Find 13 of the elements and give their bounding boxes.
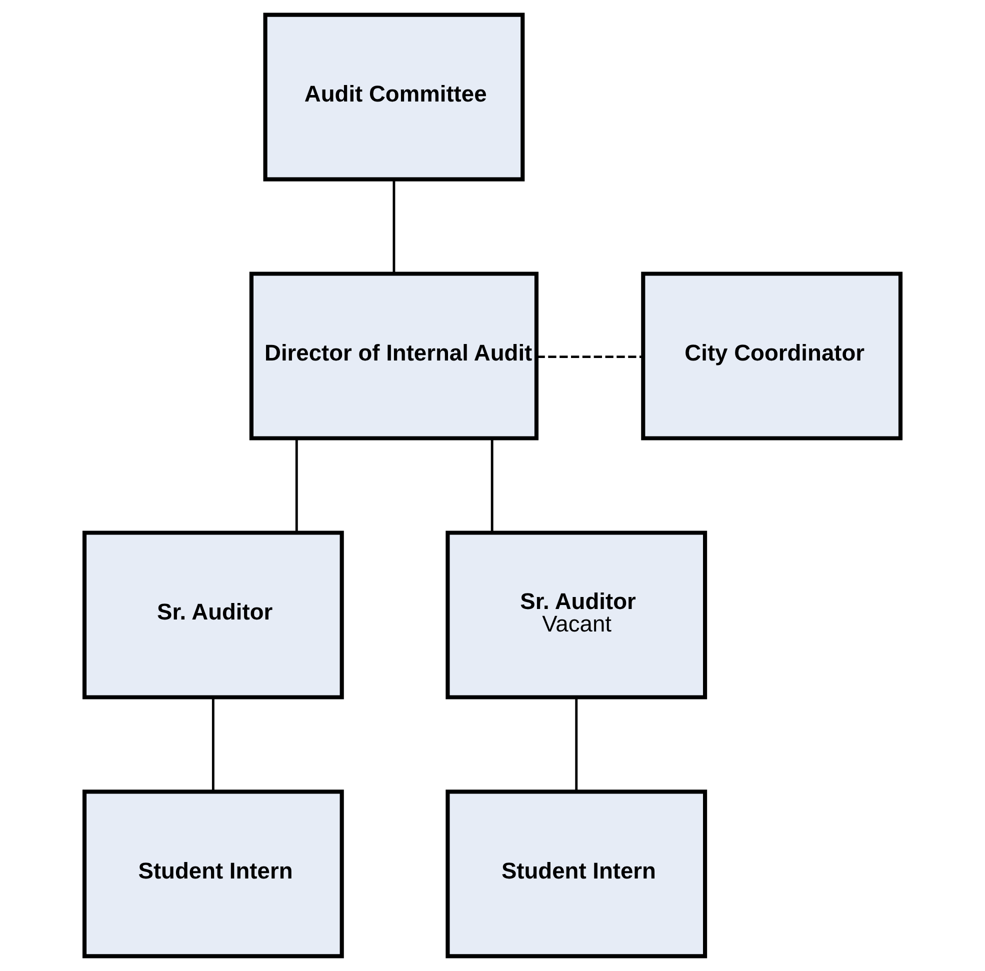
connector [295,438,298,533]
connector [490,438,494,533]
node-box: Audit Committee [263,12,525,182]
node-box: Director of Internal Audit [249,272,538,440]
connector [392,180,396,274]
connector [575,698,578,792]
node-box: City Coordinator [641,272,903,440]
node-box: Student Intern [82,790,344,958]
connector [536,356,644,358]
node-box: Sr. Auditor Vacant [446,530,708,700]
connector [212,698,214,792]
node-box: Student Intern [446,790,708,958]
node-box: Sr. Auditor [82,530,344,700]
